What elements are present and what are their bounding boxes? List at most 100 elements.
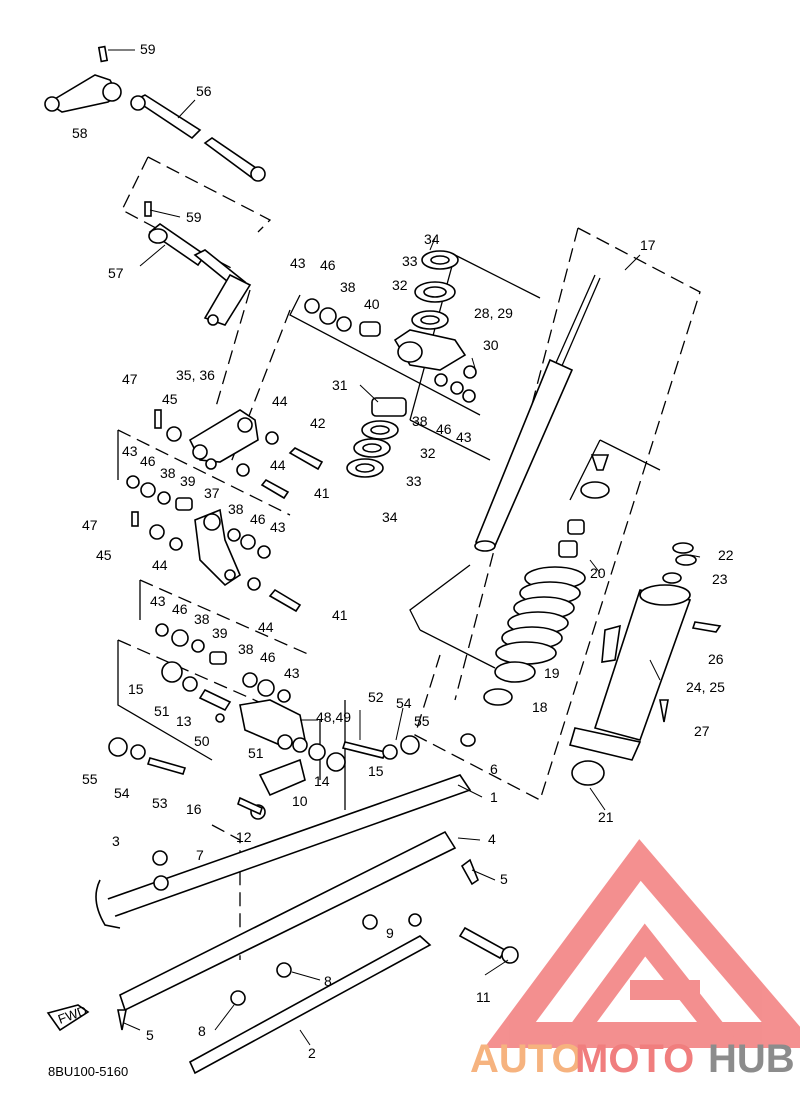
callout-15: 15 — [128, 681, 144, 697]
callout-20: 20 — [590, 565, 606, 581]
callout-12: 12 — [236, 829, 252, 845]
callout-26: 26 — [708, 651, 724, 667]
callout-41: 41 — [332, 607, 348, 623]
callout-39: 39 — [212, 625, 228, 641]
callout-51: 51 — [248, 745, 264, 761]
callout-43: 43 — [284, 665, 300, 681]
callout-57: 57 — [108, 265, 124, 281]
callout-44: 44 — [258, 619, 274, 635]
callout-27: 27 — [694, 723, 710, 739]
callout-32: 32 — [420, 445, 436, 461]
callout-56: 56 — [196, 83, 212, 99]
callout-18: 18 — [532, 699, 548, 715]
callout-28-29: 28, 29 — [474, 305, 513, 321]
rod-57 — [144, 201, 252, 326]
callout-46: 46 — [140, 453, 156, 469]
callout-47: 47 — [82, 517, 98, 533]
callout-43: 43 — [456, 429, 472, 445]
callout-55: 55 — [82, 771, 98, 787]
callout-22: 22 — [718, 547, 734, 563]
callout-43: 43 — [290, 255, 306, 271]
fwd-label: FWD — [56, 1003, 89, 1027]
callout-59: 59 — [186, 209, 202, 225]
callout-2: 2 — [308, 1045, 316, 1061]
callout-51: 51 — [154, 703, 170, 719]
callout-46: 46 — [250, 511, 266, 527]
slide-rails — [46, 758, 519, 1075]
callout-8: 8 — [198, 1023, 206, 1039]
callout-44: 44 — [152, 557, 168, 573]
link-35 — [154, 409, 259, 470]
callout-1: 1 — [490, 789, 498, 805]
callout-35-36: 35, 36 — [176, 367, 215, 383]
watermark-auto: AUTO — [470, 1037, 583, 1081]
shock-rod-17 — [474, 274, 601, 552]
callout-10: 10 — [292, 793, 308, 809]
callout-7: 7 — [196, 847, 204, 863]
rod-56 — [130, 94, 266, 182]
callout-54: 54 — [114, 785, 130, 801]
callout-58: 58 — [72, 125, 88, 141]
callout-33: 33 — [406, 473, 422, 489]
callout-42: 42 — [310, 415, 326, 431]
watermark-moto: MOTO — [575, 1037, 694, 1081]
callout-5: 5 — [500, 871, 508, 887]
callout-40: 40 — [364, 296, 380, 312]
arm-58 — [44, 45, 122, 113]
callout-53: 53 — [152, 795, 168, 811]
callout-46: 46 — [260, 649, 276, 665]
callout-54: 54 — [396, 695, 412, 711]
callout-4: 4 — [488, 831, 496, 847]
callout-labels: 59 56 58 59 57 34 17 43 46 38 40 33 32 2… — [72, 41, 734, 1061]
callout-9: 9 — [386, 925, 394, 941]
callout-33: 33 — [402, 253, 418, 269]
callout-17: 17 — [640, 237, 656, 253]
spring-20 — [483, 454, 610, 706]
callout-38: 38 — [228, 501, 244, 517]
callout-16: 16 — [186, 801, 202, 817]
callout-39: 39 — [180, 473, 196, 489]
callout-23: 23 — [712, 571, 728, 587]
callout-46: 46 — [320, 257, 336, 273]
diagram-code: 8BU100-5160 — [48, 1064, 128, 1079]
callout-38: 38 — [160, 465, 176, 481]
callout-11: 11 — [476, 989, 491, 1005]
washers-left-1 — [126, 475, 193, 511]
shock-body-24 — [460, 542, 722, 786]
watermark-text: AUTO MOTO HUB — [470, 1037, 795, 1081]
callout-43: 43 — [270, 519, 286, 535]
callout-38: 38 — [194, 611, 210, 627]
arm-37 — [131, 508, 302, 613]
callout-44: 44 — [270, 457, 286, 473]
callout-34: 34 — [382, 509, 398, 525]
callout-43: 43 — [150, 593, 166, 609]
callout-38: 38 — [340, 279, 356, 295]
washers-left-2 — [155, 623, 291, 703]
callout-38: 38 — [412, 413, 428, 429]
callout-15: 15 — [368, 763, 384, 779]
callout-37: 37 — [204, 485, 220, 501]
watermark-logo — [484, 839, 800, 1048]
callout-43: 43 — [122, 443, 138, 459]
callout-13: 13 — [176, 713, 192, 729]
callout-59: 59 — [140, 41, 156, 57]
bolts-mid — [236, 431, 324, 500]
washers-top — [304, 298, 381, 337]
callout-24-25: 24, 25 — [686, 679, 725, 695]
callout-38: 38 — [238, 641, 254, 657]
leader-lines — [108, 49, 701, 1046]
callout-50: 50 — [194, 733, 210, 749]
callout-31: 31 — [332, 377, 348, 393]
callout-47: 47 — [122, 371, 138, 387]
callout-21: 21 — [598, 809, 614, 825]
bracket-28 — [346, 250, 477, 478]
callout-3: 3 — [112, 833, 120, 849]
callout-45: 45 — [162, 391, 178, 407]
callout-46: 46 — [436, 421, 452, 437]
callout-32: 32 — [392, 277, 408, 293]
callout-44: 44 — [272, 393, 288, 409]
callout-8: 8 — [324, 973, 332, 989]
callout-52: 52 — [368, 689, 384, 705]
callout-5: 5 — [146, 1027, 154, 1043]
